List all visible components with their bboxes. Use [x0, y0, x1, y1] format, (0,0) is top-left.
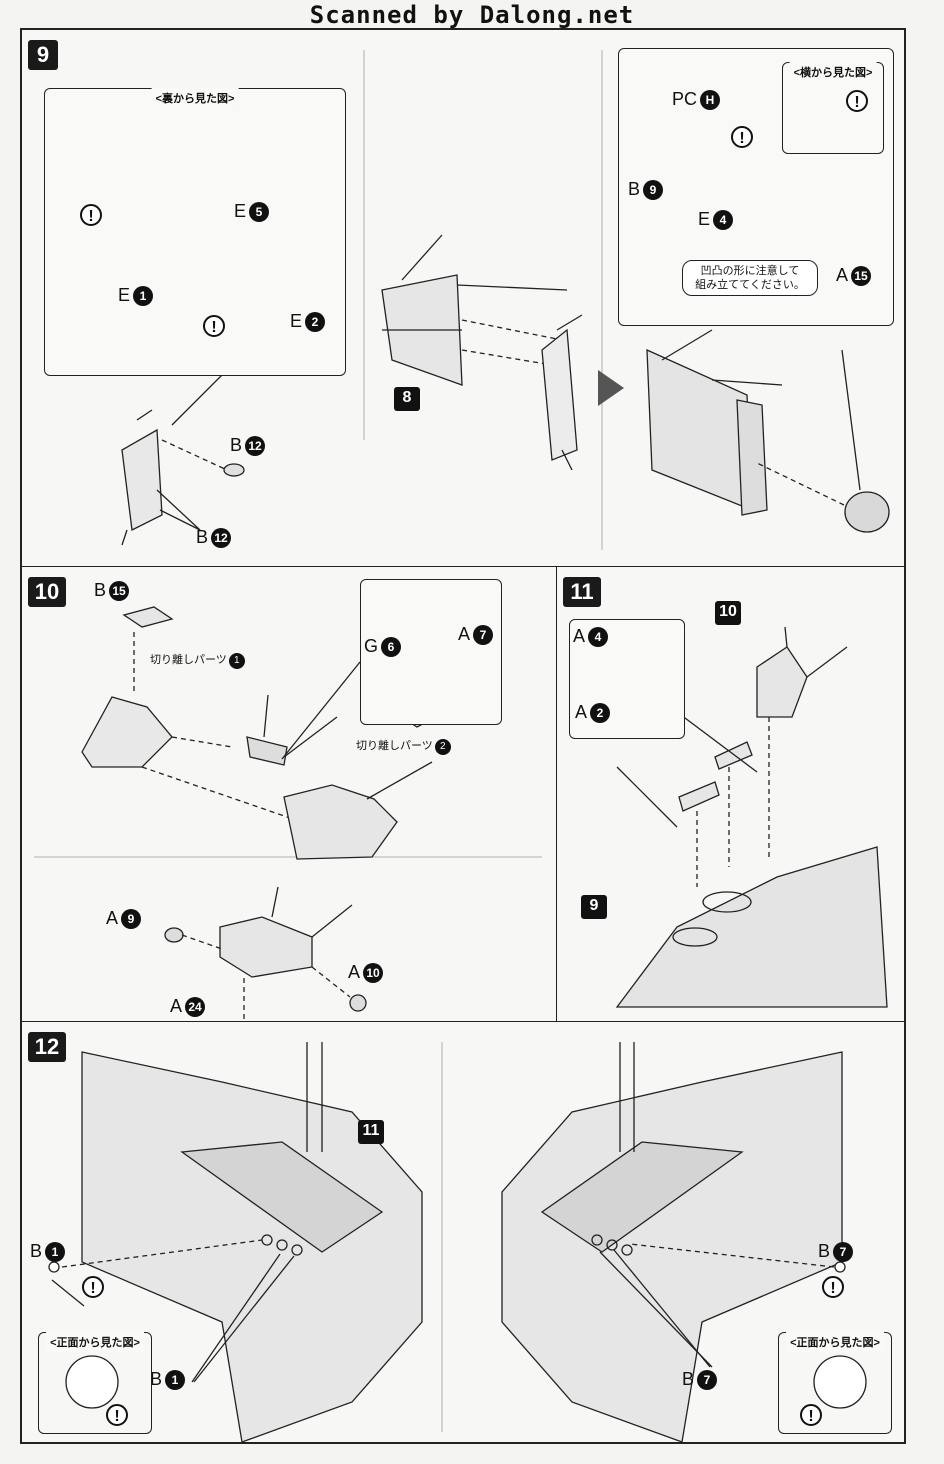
caution-icon: ! [822, 1276, 844, 1298]
caution-icon: ! [846, 90, 868, 112]
assembly-note: 凹凸の形に注意して 組み立ててください。 [682, 260, 818, 296]
step-12-illustration [48, 1042, 867, 1443]
caution-icon: ! [203, 315, 225, 337]
step-9-panel: 9 [21, 29, 905, 567]
caution-icon: ! [82, 1276, 104, 1298]
inset-front-view-left: <正面から見た図> [38, 1332, 152, 1434]
step-number: 9 [28, 40, 58, 70]
caution-icon: ! [106, 1404, 128, 1426]
reference-step-10: 10 [715, 601, 741, 625]
step-number: 11 [563, 577, 601, 607]
reference-step-8: 8 [394, 387, 420, 411]
inset-rear-view-title: <裏から見た図> [151, 88, 239, 108]
caution-icon: ! [731, 126, 753, 148]
inset-side-view-title: <横から見た図> [789, 62, 877, 82]
step-10-panel: 10 [21, 566, 557, 1023]
caution-icon: ! [80, 204, 102, 226]
instruction-sheet: 9 [20, 28, 906, 1444]
step-12-panel: 12 [21, 1021, 905, 1443]
caution-icon: ! [800, 1404, 822, 1426]
step-10-illustration [34, 602, 542, 1023]
reference-step-9: 9 [581, 895, 607, 919]
step-number: 10 [28, 577, 66, 607]
inset-front-view-title: <正面から見た図> [46, 1332, 144, 1352]
next-arrow-icon [598, 370, 624, 406]
inset-front-view-right: <正面から見た図> [778, 1332, 892, 1434]
scan-credit: Scanned by Dalong.net [309, 1, 635, 29]
inset-rear-view: <裏から見た図> [44, 88, 346, 376]
reference-step-11: 11 [358, 1120, 384, 1144]
step-number: 12 [28, 1032, 66, 1062]
inset-front-view-title: <正面から見た図> [786, 1332, 884, 1352]
inset-side-view: <横から見た図> [782, 62, 884, 154]
